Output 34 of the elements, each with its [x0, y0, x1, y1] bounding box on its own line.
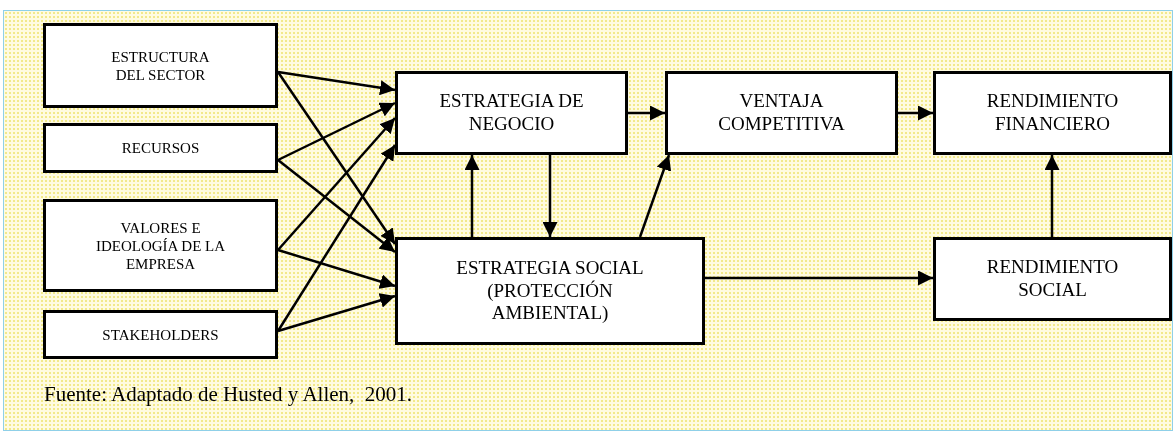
arrow: [705, 270, 933, 286]
arrow: [464, 155, 480, 237]
box-label: VALORES E IDEOLOGÍA DE LA EMPRESA: [94, 218, 227, 273]
box-label: RENDIMIENTO FINANCIERO: [985, 90, 1120, 136]
arrow: [276, 144, 397, 332]
box-label: VENTAJA COMPETITIVA: [717, 90, 846, 136]
arrow: [277, 159, 396, 253]
arrow: [1044, 155, 1060, 237]
arrow: [898, 105, 933, 121]
arrow: [277, 248, 396, 289]
box-label: ESTRUCTURA DEL SECTOR: [110, 47, 211, 84]
arrow: [542, 155, 558, 237]
arrow: [277, 70, 396, 96]
box-label: ESTRATEGIA DE NEGOCIO: [438, 90, 585, 136]
process-box: [933, 71, 1172, 155]
box-label: STAKEHOLDERS: [102, 325, 219, 344]
arrow: [277, 117, 396, 251]
box-label: ESTRATEGIA SOCIAL (PROTECCIÓN AMBIENTAL): [455, 256, 645, 326]
arrow: [276, 71, 397, 245]
source-caption: Fuente: Adaptado de Husted y Allen, 2001.: [44, 382, 413, 407]
process-box: [43, 123, 278, 173]
process-box: [395, 237, 705, 345]
process-box: [43, 23, 278, 108]
process-box: [43, 310, 278, 359]
process-box: [395, 71, 628, 155]
process-box: [933, 237, 1172, 321]
arrow: [277, 101, 396, 162]
box-label: RECURSOS: [121, 139, 200, 157]
box-label: RENDIMIENTO SOCIAL: [985, 256, 1120, 302]
process-box: [43, 199, 278, 292]
arrow: [638, 154, 672, 238]
process-box: [665, 71, 898, 155]
arrow: [277, 293, 396, 333]
arrow: [628, 105, 665, 121]
